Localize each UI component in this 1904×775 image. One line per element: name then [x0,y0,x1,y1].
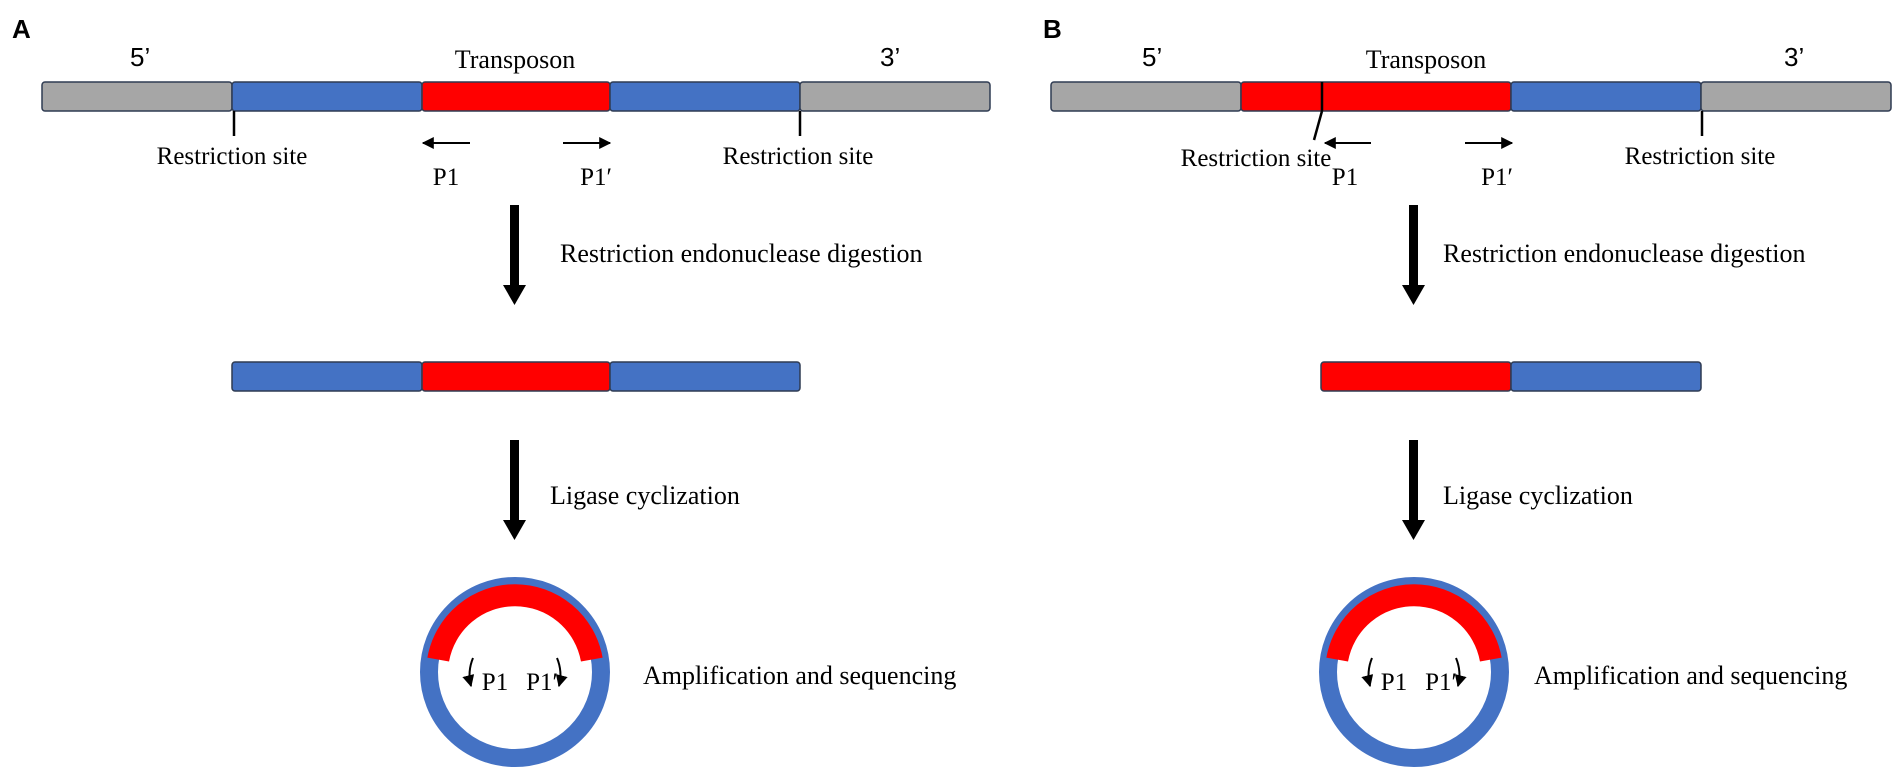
panel-b-circle-primer-arrow-left [1361,657,1374,688]
panel-b-step1-arrow [1402,205,1425,305]
panel-a-flank-5prime [41,81,233,112]
panel-a-circle-primer-label-right: P1′ [526,669,558,696]
panel-b-flank-5prime [1050,81,1242,112]
panel-b-circle-primer-label-right: P1′ [1425,669,1457,696]
panel-b: B 5’ Transposon 3’ Restriction site Rest… [1043,14,1892,767]
panel-a-step3-label: Amplification and sequencing [643,661,956,690]
panel-a-step1-arrow [503,205,526,305]
panel-a-step2-label: Ligase cyclization [550,481,740,510]
panel-b-transposon-label: Transposon [1366,45,1486,74]
panel-a-fragment-genomic-right [609,361,801,392]
panel-b-circle-transposon-arc [1326,584,1502,662]
panel-b-transposon-segment [1240,81,1512,112]
panel-a-fragment-genomic-left [231,361,423,392]
panel-a-flank-3prime [799,81,991,112]
panel-b-circle-primer-arrow-right [1454,657,1467,688]
panel-a-5prime-label: 5’ [130,42,150,72]
panel-a-fragment-transposon [421,361,611,392]
panel-a-genomic-right [609,81,801,112]
panel-b-circular-product: P1 P1′ [1319,577,1509,767]
panel-a: A 5’ Transposon 3’ Restriction site Rest… [12,14,991,767]
panel-b-step2-arrow [1402,440,1425,540]
panel-a-circular-product: P1 P1′ [420,577,610,767]
panel-a-step2-arrow [503,440,526,540]
panel-a-transposon-label: Transposon [455,45,575,74]
panel-a-primer-label-left: P1 [433,164,459,191]
panel-a-step1-label: Restriction endonuclease digestion [560,239,922,268]
panel-b-3prime-label: 3’ [1784,42,1804,72]
panel-b-restriction-label-left: Restriction site [1181,145,1332,172]
panel-b-genome-bar [1050,81,1892,112]
panel-a-genomic-left [231,81,423,112]
panel-b-fragment-genomic-right [1510,361,1702,392]
panel-b-flank-3prime [1700,81,1892,112]
panel-b-primer-label-left: P1 [1332,164,1358,191]
panel-b-fragment-transposon [1320,361,1512,392]
panel-a-genome-bar [41,81,991,112]
panel-a-circle-primer-arrow-right [555,657,568,688]
panel-b-digested-fragment [1320,361,1702,392]
panel-a-primer-label-right: P1′ [580,164,612,191]
panel-a-circle-primer-label-left: P1 [482,669,508,696]
panel-a-letter: A [12,14,31,44]
panel-a-circle-primer-arrow-left [462,657,475,688]
panel-a-transposon-segment [421,81,611,112]
panel-a-restriction-label-right: Restriction site [723,143,874,170]
panel-b-restriction-tick-left [1312,110,1324,141]
panel-b-primer-label-right: P1′ [1481,164,1513,191]
panel-b-genomic-right [1510,81,1702,112]
panel-b-letter: B [1043,14,1062,44]
panel-a-circle-transposon-arc [427,584,603,662]
panel-a-digested-fragment [231,361,801,392]
panel-a-restriction-label-left: Restriction site [157,143,308,170]
panel-b-circle-primer-label-left: P1 [1381,669,1407,696]
panel-b-step1-label: Restriction endonuclease digestion [1443,239,1805,268]
panel-a-3prime-label: 3’ [880,42,900,72]
panel-b-step3-label: Amplification and sequencing [1534,661,1847,690]
panel-b-restriction-label-right: Restriction site [1625,143,1776,170]
panel-b-step2-label: Ligase cyclization [1443,481,1633,510]
panel-b-5prime-label: 5’ [1142,42,1162,72]
